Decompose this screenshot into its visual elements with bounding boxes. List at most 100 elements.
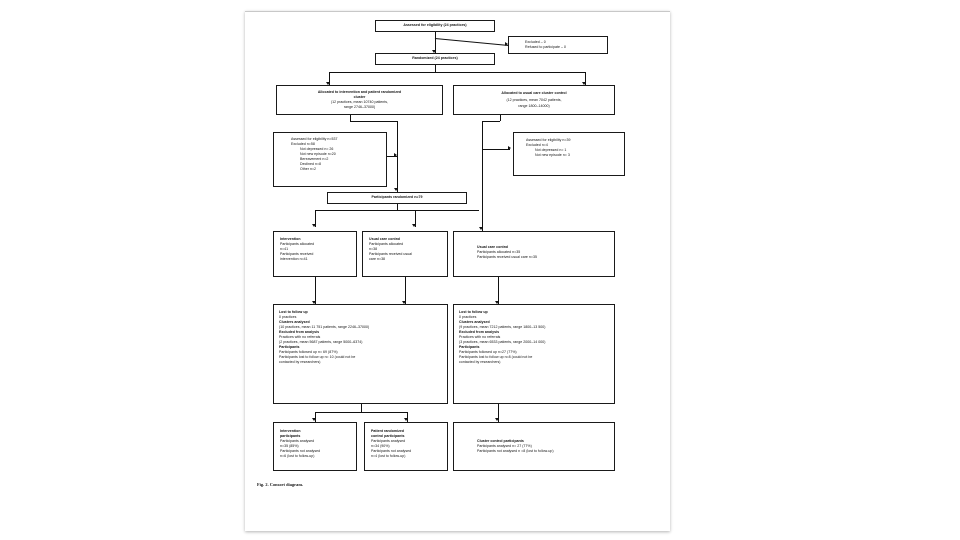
node-intervention-allocation-line1: Participants allocated [280, 242, 315, 247]
node-analysed-intervention-title2: participants [280, 434, 301, 439]
node-followup-left-clusters-heading: Clusters analysed [279, 320, 310, 325]
node-randomized-title: Randomized (24 practices) [412, 56, 458, 61]
connector-intervention-alloc-elbow [350, 121, 397, 122]
arrow-randomized-to-intervention [326, 82, 331, 85]
node-allocated-usual-care-cluster-title: Allocated to usual care cluster control [501, 91, 567, 96]
arrow-participants-to-usual [412, 224, 417, 227]
node-followup-left-clusters-value: (10 practices, mean 11 751 patients, ran… [279, 325, 370, 330]
node-usual-care-allocation-line4: care n=38 [369, 257, 386, 262]
node-allocated-intervention-title2: cluster [353, 94, 366, 99]
node-intervention-allocation-title: Intervention [280, 237, 301, 241]
node-usual-care-allocation-line1: Participants allocated [369, 242, 404, 247]
connector-from-eligibility-left [387, 156, 397, 157]
node-cluster-usual-care-allocation-line2: Participants received usual care n=35 [477, 255, 537, 260]
node-randomized: Randomized (24 practices) [375, 53, 495, 65]
arrow-assessed-to-randomized [432, 50, 437, 53]
node-followup-left-lost-heading: Lost to follow up [279, 310, 308, 314]
arrow-usual-alloc-to-followup [402, 301, 407, 304]
node-participants-randomized-title: Participants randomized n=79 [371, 195, 423, 200]
arrow-to-analysed-intervention [312, 418, 317, 421]
node-followup-right-participants-heading: Participants [459, 345, 480, 350]
node-allocated-intervention: Allocated to intervention and patient ra… [276, 85, 443, 115]
node-followup-right-participants-line3: contacted by researchers) [459, 360, 501, 365]
node-analysed-cluster-control-line1: Participants analysed n= 27 (77%) [477, 444, 532, 449]
node-intervention-allocation-line3: Participants received [280, 252, 314, 257]
connector-to-analysed-intervention [315, 412, 316, 422]
connector-intervention-alloc-to-participants [397, 121, 398, 192]
node-analysed-patient-control-line1: Participants analysed [371, 439, 406, 444]
node-intervention-allocation-line4: intervention n=41 [280, 257, 308, 262]
node-eligibility-right-item-1: Not new episode n= 3 [535, 153, 570, 158]
node-intervention-allocation: Intervention Participants allocated n=41… [273, 231, 357, 277]
connector-intervention-alloc-to-followup [315, 277, 316, 304]
arrow-to-analysed-patient-control [404, 418, 409, 421]
connector-cluster-alloc-to-followup [498, 277, 499, 304]
node-followup-left-excluded-line2: (2 practices, mean 5687 patients, range … [279, 340, 363, 345]
node-followup-left-excluded-line1: Practices with no referrals [279, 335, 321, 340]
node-analysed-cluster-control-title: Cluster control participants [477, 439, 524, 443]
connector-to-analysed-patient-control [407, 412, 408, 422]
node-cluster-usual-care-allocation-title: Usual care control [477, 245, 509, 249]
figure-caption: Fig. 2. Consort diagram. [257, 482, 304, 487]
connector-to-eligibility-right [482, 149, 510, 150]
connector-followup-right-down [498, 404, 499, 422]
node-followup-left: Lost to follow up 0 practices Clusters a… [273, 304, 448, 404]
node-analysed-intervention-title1: Intervention [280, 429, 301, 433]
node-cluster-usual-care-allocation-line1: Participants allocated n=35 [477, 250, 521, 255]
node-allocated-usual-care-cluster-line2: range 1800–14000) [518, 103, 550, 108]
arrow-to-analysed-cluster-control [495, 418, 500, 421]
node-allocated-usual-care-cluster: Allocated to usual care cluster control … [453, 85, 615, 115]
connector-followup-left-split [315, 412, 407, 413]
connector-participants-to-intervention [315, 210, 316, 227]
node-analysed-patient-control-line3: Participants not analysed [371, 449, 412, 454]
node-followup-right-lost-heading: Lost to follow up [459, 310, 488, 314]
node-analysed-cluster-control-line2: Participants not analysed n =8 (lost to … [477, 449, 554, 454]
arrow-intervention-alloc-to-participants [394, 188, 399, 191]
node-assessed-for-eligibility-title: Assessed for eligibility (24 practices) [403, 23, 467, 28]
connector-randomized-to-usual [585, 72, 586, 85]
node-eligibility-left-item-1: Not new episode n=20 [300, 152, 336, 157]
node-cluster-usual-care-allocation: Usual care control Participants allocate… [453, 231, 615, 277]
connector-intervention-alloc-down [350, 115, 351, 121]
node-followup-left-participants-line2: Participants lost to follow up n= 10 (co… [279, 355, 356, 360]
node-analysed-intervention-line1: Participants analysed [280, 439, 315, 444]
node-eligibility-left-item-3: Declined n=8 [300, 162, 322, 167]
node-eligibility-right-item-0: Not depressed n= 1 [535, 148, 567, 153]
node-followup-left-participants-line1: Participants followed up n= 69 (87%) [279, 350, 338, 355]
node-eligibility-left-item-0: Not depressed n= 26 [300, 147, 334, 152]
connector-usual-cluster-long [482, 121, 483, 231]
node-eligibility-right-line2: Excluded n=4 [526, 143, 548, 148]
connector-participants-to-usual [415, 210, 416, 227]
node-allocated-intervention-line1: (12 practices, mean 10740 patients, [330, 100, 389, 104]
arrow-to-eligibility-right [508, 146, 511, 151]
node-analysed-intervention-line2: n=35 (85%) [280, 444, 299, 449]
node-analysed-patient-control: Patient randomized control participants … [364, 422, 448, 471]
node-analysed-intervention: Intervention participants Participants a… [273, 422, 357, 471]
node-eligibility-left-item-4: Other n=2 [300, 167, 317, 172]
node-excluded-top-line1: Excluded – 0 [525, 39, 546, 44]
node-usual-care-allocation-line2: n=38 [369, 247, 378, 252]
document-page: Assessed for eligibility (24 practices) … [245, 11, 670, 531]
node-followup-right: Lost to follow up 0 practices Clusters a… [453, 304, 615, 404]
arrow-assessed-to-excluded [504, 42, 508, 47]
arrow-randomized-to-usual [582, 82, 587, 85]
node-excluded-top-line2: Refused to participate – 0 [525, 45, 566, 49]
node-followup-right-excluded-line2: (3 practices, mean 6533 patients, range … [459, 340, 546, 345]
node-followup-right-participants-line2: Participants lost to follow up n=8 (coul… [459, 355, 533, 360]
connector-usual-cluster-down [500, 115, 501, 121]
node-followup-right-clusters-heading: Clusters analysed [459, 320, 490, 325]
consort-flow-diagram: Assessed for eligibility (24 practices) … [245, 12, 670, 531]
node-analysed-intervention-line3: Participants not analysed [280, 449, 321, 454]
node-followup-right-clusters-value: (9 practices, mean 7212 patients, range … [459, 325, 546, 330]
arrow-participants-to-intervention [312, 224, 317, 227]
arrow-from-eligibility-left [393, 153, 397, 158]
node-analysed-cluster-control: Cluster control participants Participant… [453, 422, 615, 471]
node-followup-right-excluded-heading: Excluded from analysis [459, 330, 500, 335]
node-eligibility-right: Assessed for eligibility n=39 Excluded n… [513, 132, 625, 176]
connector-followup-left-down [361, 404, 362, 412]
node-allocated-usual-care-cluster-line1: (12 practices, mean 7042 patients, [506, 98, 562, 103]
node-usual-care-allocation-title: Usual care control [369, 237, 401, 241]
connector-assessed-to-randomized [435, 32, 436, 53]
node-analysed-patient-control-line2: n=34 (90%) [371, 444, 390, 449]
node-allocated-intervention-title1: Allocated to intervention and patient ra… [317, 89, 402, 94]
